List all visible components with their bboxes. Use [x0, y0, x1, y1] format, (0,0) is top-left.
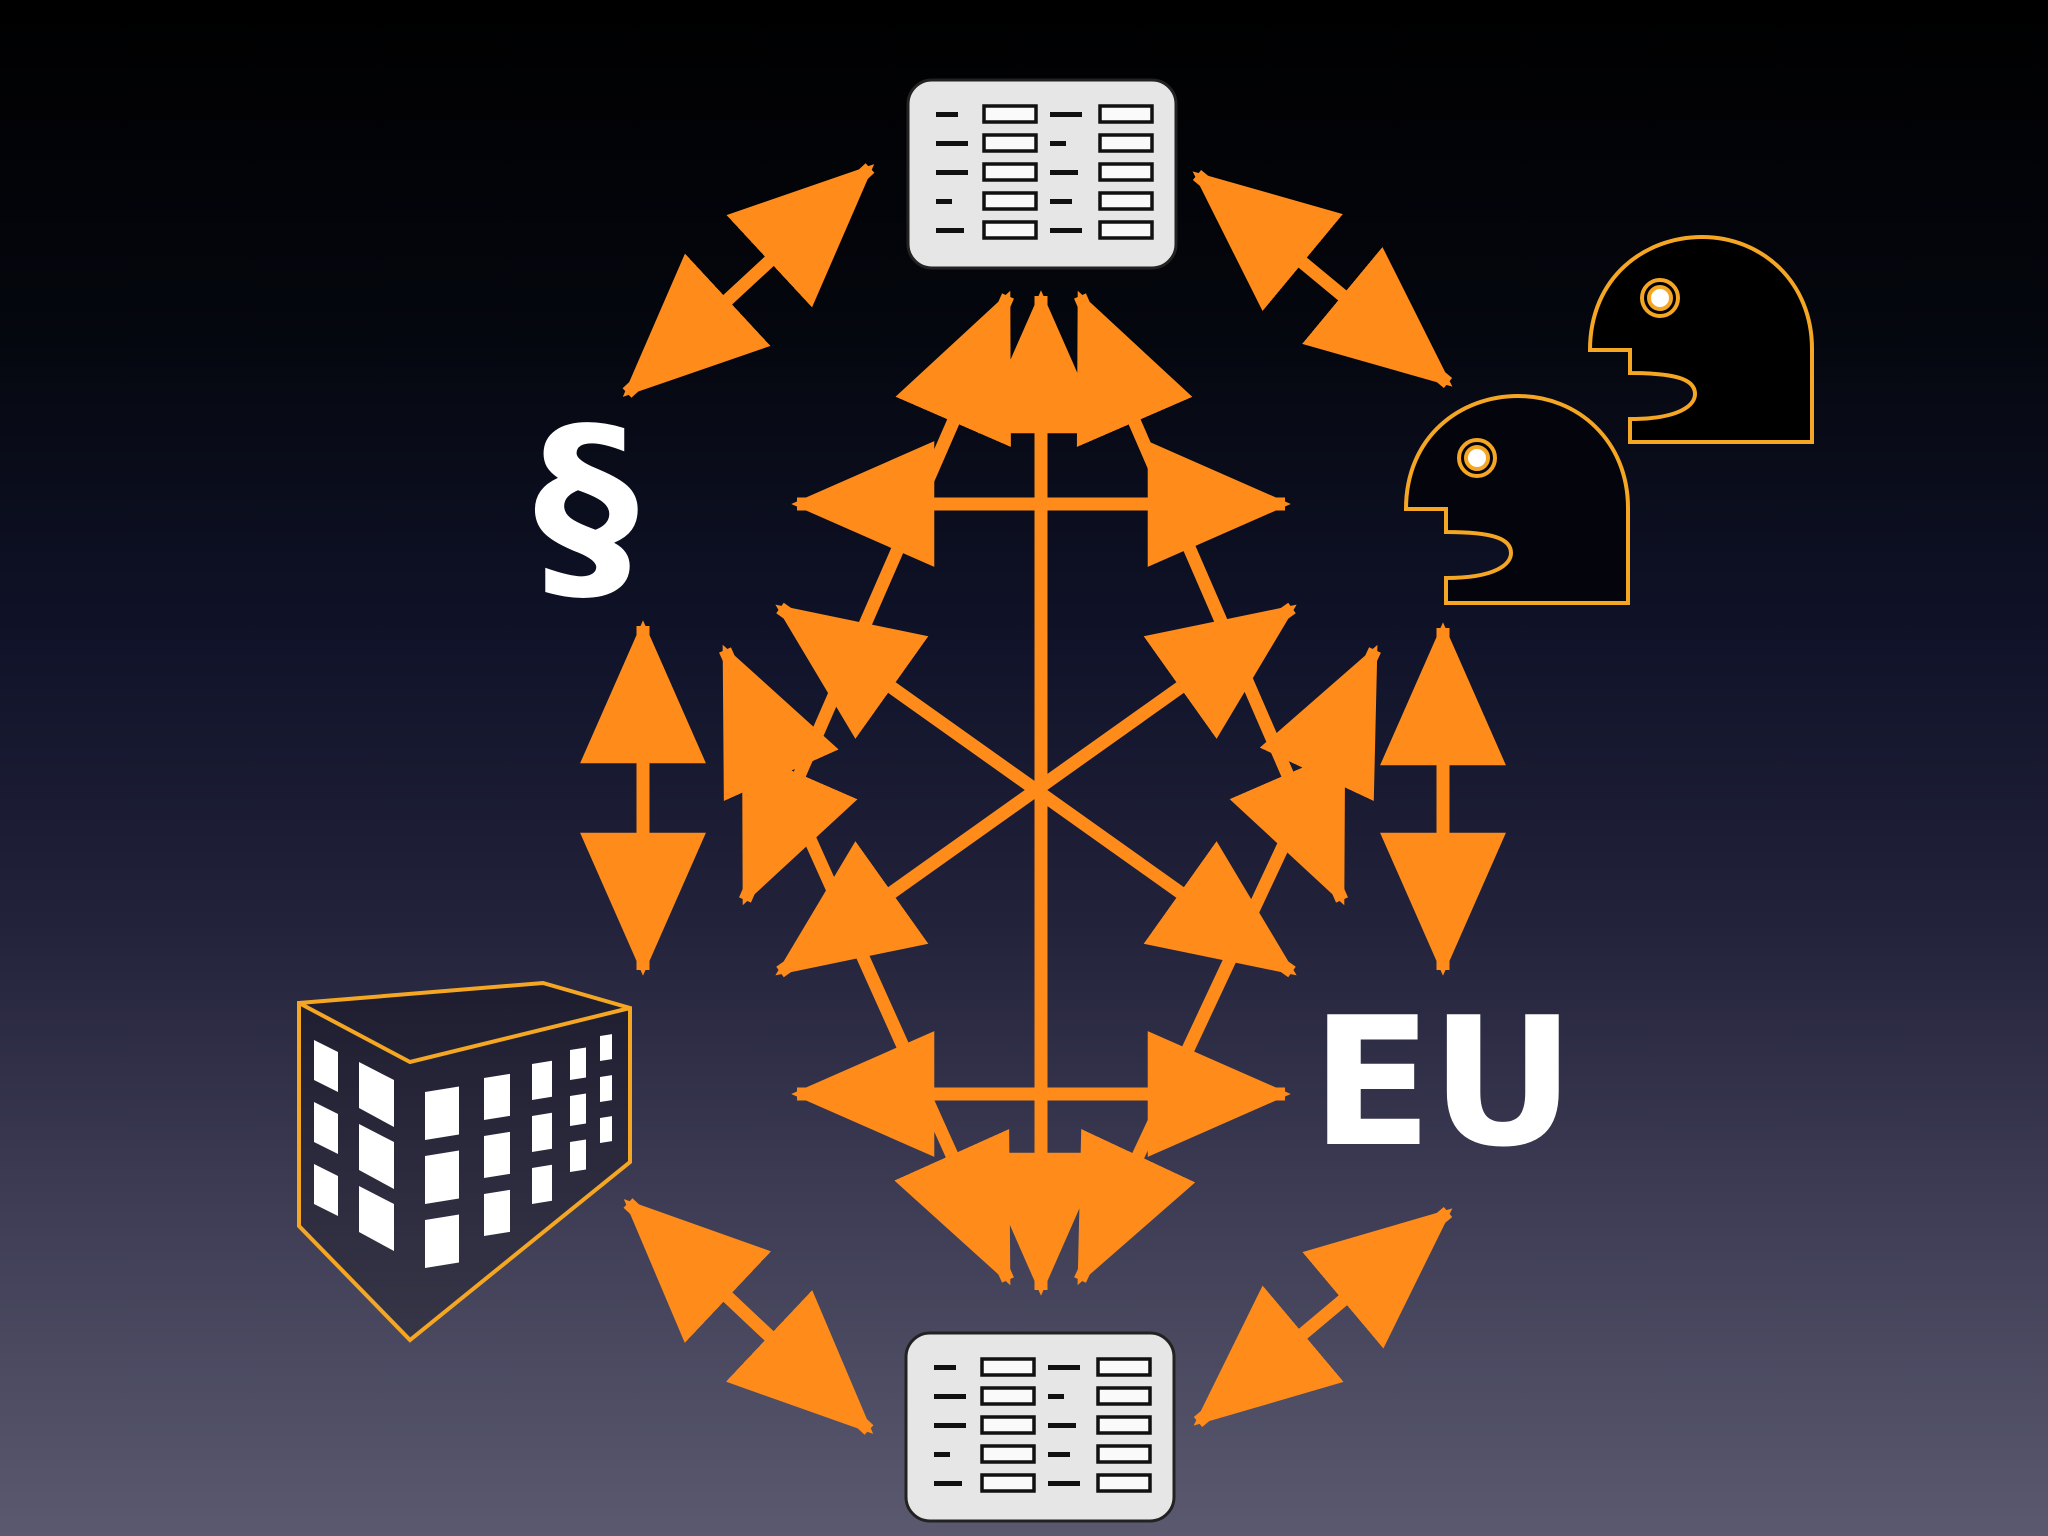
building-window	[425, 1150, 459, 1204]
table-dash	[1048, 1452, 1070, 1457]
table-cell	[982, 133, 1038, 153]
table-dash	[934, 1452, 950, 1457]
table-dash	[1048, 1423, 1076, 1428]
building-window	[359, 1186, 394, 1251]
table-dash	[1048, 1481, 1080, 1486]
table-cell	[980, 1473, 1036, 1493]
table-dash	[1050, 228, 1082, 233]
table-cell	[1096, 1357, 1152, 1377]
table-dash	[936, 199, 952, 204]
arrow-network	[580, 163, 1506, 1435]
table-dash	[936, 228, 964, 233]
building-window	[570, 1047, 586, 1080]
eu-label: EU	[1311, 979, 1573, 1186]
building-window	[532, 1112, 552, 1152]
table-cell	[982, 220, 1038, 240]
arrow-building-to-bottom	[623, 1198, 874, 1435]
office-building-icon	[297, 980, 632, 1343]
building-windows	[314, 1034, 612, 1268]
building-window	[425, 1214, 459, 1268]
building-window	[484, 1073, 510, 1120]
table-cell	[1098, 104, 1154, 124]
speaking-heads-icon	[1403, 234, 1814, 605]
building-window	[359, 1124, 394, 1189]
law-section-symbol: §	[534, 383, 639, 628]
table-dash	[1048, 1365, 1080, 1370]
table-cell	[1098, 220, 1154, 240]
table-cell	[1098, 133, 1154, 153]
table-cell	[982, 162, 1038, 182]
table-dash	[936, 141, 968, 146]
table-dash	[934, 1423, 966, 1428]
table-dash	[1048, 1394, 1064, 1399]
table-icon-bottom	[904, 1331, 1176, 1523]
building-window	[314, 1102, 338, 1154]
table-cell	[1098, 191, 1154, 211]
building-window	[359, 1062, 394, 1127]
table-cell	[1096, 1444, 1152, 1464]
table-cell	[980, 1386, 1036, 1406]
building-window	[314, 1164, 338, 1216]
table-cell	[980, 1357, 1036, 1377]
table-cell	[980, 1444, 1036, 1464]
arrow-top-to-people	[1192, 169, 1453, 389]
table-dash	[1050, 170, 1078, 175]
building-window	[600, 1075, 612, 1102]
table-cell	[1096, 1386, 1152, 1406]
building-window	[570, 1093, 586, 1126]
table-dash	[934, 1481, 962, 1486]
building-window	[532, 1164, 552, 1204]
table-icon-top	[906, 78, 1178, 270]
table-dash	[1050, 199, 1072, 204]
building-window	[600, 1034, 612, 1061]
building-window	[570, 1139, 586, 1172]
table-cell	[1096, 1473, 1152, 1493]
arrow-eu-to-bottom	[1193, 1207, 1453, 1427]
arrow-cross-2	[775, 602, 1297, 978]
building-window	[484, 1131, 510, 1178]
table-dash	[936, 112, 958, 117]
building-window	[532, 1060, 552, 1100]
head-front-icon	[1403, 393, 1630, 605]
arrow-top-to-law	[622, 163, 875, 398]
arrow-top-to-left-hub	[739, 290, 1014, 906]
table-cell	[1098, 162, 1154, 182]
table-cell	[982, 104, 1038, 124]
building-window	[314, 1040, 338, 1092]
table-dash	[934, 1365, 956, 1370]
table-cell	[980, 1415, 1036, 1435]
table-cell	[1096, 1415, 1152, 1435]
table-dash	[934, 1394, 966, 1399]
table-dash	[1050, 141, 1066, 146]
table-cell	[982, 191, 1038, 211]
building-window	[425, 1086, 459, 1140]
head-back-icon	[1587, 234, 1814, 444]
table-dash	[936, 170, 968, 175]
building-window	[600, 1116, 612, 1143]
table-dash	[1050, 112, 1082, 117]
building-window	[484, 1189, 510, 1236]
